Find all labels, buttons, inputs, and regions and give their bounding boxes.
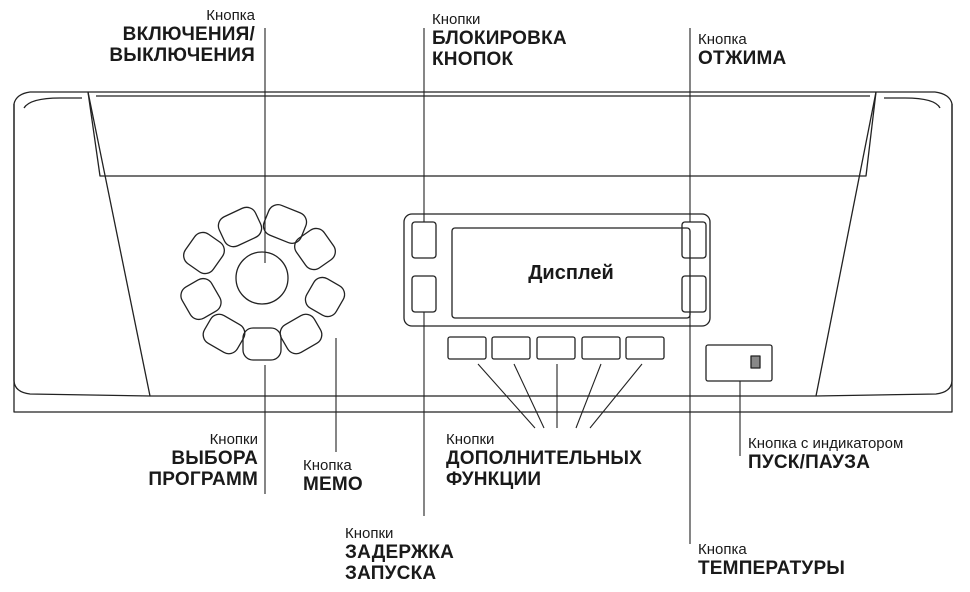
callout-start: Кнопка с индикатором ПУСК/ПАУЗА <box>748 436 903 474</box>
callout-power-big-2: ВЫКЛЮЧЕНИЯ <box>109 44 255 66</box>
display-screen <box>451 227 691 319</box>
callout-extra: Кнопки ДОПОЛНИТЕЛЬНЫХ ФУНКЦИИ <box>446 432 642 491</box>
callout-power: Кнопка ВКЛЮЧЕНИЯ/ ВЫКЛЮЧЕНИЯ <box>109 8 255 67</box>
callout-lock-big-2: КНОПОК <box>432 48 514 70</box>
extra-function-button-1 <box>447 336 487 360</box>
lock-button-bottom <box>411 275 437 313</box>
callout-lock-small: Кнопки <box>432 11 481 28</box>
callout-memo-big-1: МЕМО <box>303 474 363 495</box>
panel-left-side-inner <box>23 97 82 109</box>
dial-button-7 <box>202 313 246 355</box>
dial-button-3 <box>294 227 336 271</box>
panel-outline <box>13 91 953 413</box>
dial-button-8 <box>180 277 222 321</box>
dial-button-1 <box>217 206 263 248</box>
panel-top-band <box>87 91 877 177</box>
callout-start-big-1: ПУСК/ПАУЗА <box>748 452 871 473</box>
start-pause-indicator <box>750 355 761 369</box>
callout-delay-big-2: ЗАПУСКА <box>345 562 437 584</box>
callout-extra-big-2: ФУНКЦИИ <box>446 468 542 490</box>
temperature-button <box>681 275 707 313</box>
callout-temperature-small: Кнопка <box>698 541 747 558</box>
display-frame <box>403 213 711 327</box>
callout-lock: Кнопки БЛОКИРОВКА КНОПОК <box>432 12 567 71</box>
leader-extra-5 <box>589 363 643 429</box>
callout-delay: Кнопки ЗАДЕРЖКА ЗАПУСКА <box>345 526 454 585</box>
callout-programs-big-2: ПРОГРАММ <box>148 468 258 490</box>
panel-right-side <box>815 91 953 397</box>
callout-delay-small: Кнопки <box>345 525 394 542</box>
lock-button-top <box>411 221 437 259</box>
callout-memo-small: Кнопка <box>303 457 352 474</box>
panel-left-side <box>13 91 151 397</box>
dial-button-5 <box>279 313 323 355</box>
display-label: Дисплей <box>528 261 614 284</box>
program-selector-dial <box>180 204 346 361</box>
callout-spin-small: Кнопка <box>698 31 747 48</box>
callout-start-small: Кнопка с индикатором <box>748 435 904 452</box>
callout-delay-big-1: ЗАДЕРЖКА <box>345 542 455 563</box>
panel-right-side-inner <box>884 97 941 109</box>
callout-power-big-1: ВКЛЮЧЕНИЯ/ <box>122 24 255 45</box>
callout-lock-big-1: БЛОКИРОВКА <box>432 28 567 49</box>
leader-extra-2 <box>513 363 545 429</box>
extra-function-button-3 <box>536 336 576 360</box>
callout-temperature-big-1: ТЕМПЕРАТУРЫ <box>698 558 846 579</box>
callout-programs-small: Кнопки <box>209 431 258 448</box>
start-pause-button <box>705 344 773 382</box>
dial-button-6 <box>242 327 282 361</box>
dial-button-4 <box>304 276 346 318</box>
callout-spin-big-1: ОТЖИМА <box>698 48 787 69</box>
callout-programs-big-1: ВЫБОРА <box>171 448 258 469</box>
dial-button-9 <box>183 231 225 275</box>
leader-extra-4 <box>575 363 602 429</box>
callout-extra-small: Кнопки <box>446 431 495 448</box>
callout-extra-big-1: ДОПОЛНИТЕЛЬНЫХ <box>446 448 643 469</box>
callout-power-small: Кнопка <box>206 7 255 24</box>
callout-programs: Кнопки ВЫБОРА ПРОГРАММ <box>148 432 258 491</box>
dial-center <box>235 251 289 305</box>
leader-extra-1 <box>477 363 536 429</box>
extra-function-button-2 <box>491 336 531 360</box>
extra-function-button-4 <box>581 336 621 360</box>
spin-button <box>681 221 707 259</box>
dial-button-2 <box>262 204 308 244</box>
callout-memo: Кнопка МЕМО <box>303 458 363 496</box>
callout-temperature: Кнопка ТЕМПЕРАТУРЫ <box>698 542 845 580</box>
callout-spin: Кнопка ОТЖИМА <box>698 32 786 70</box>
extra-function-button-5 <box>625 336 665 360</box>
